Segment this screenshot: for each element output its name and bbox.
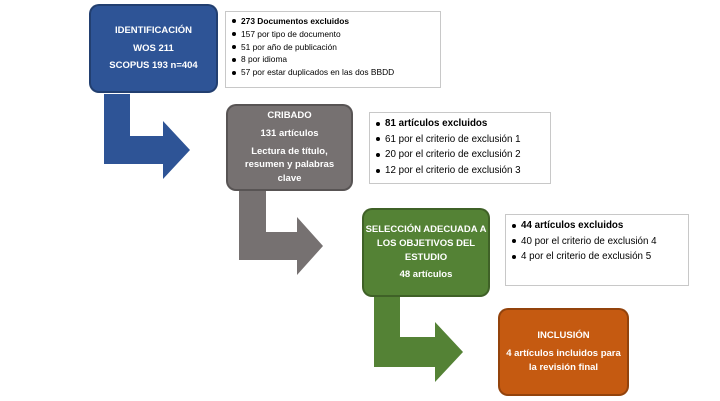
seleccion-title-2: LOS OBJETIVOS DEL (376, 237, 476, 249)
seleccion-count: 48 artículos (399, 269, 453, 281)
exclusion-item: 157 por tipo de documento (232, 28, 434, 41)
inclusion-title: INCLUSIÓN (537, 330, 590, 342)
cribado-count: 131 artículos (260, 127, 319, 139)
inclusion-desc-1: 4 artículos incluidos para (506, 348, 621, 360)
cribado-box: CRIBADO 131 artículos Lectura de título,… (226, 104, 353, 191)
identificacion-scopus: SCOPUS 193 n=404 (109, 60, 198, 72)
cribado-desc-2: resumen y palabras (244, 159, 335, 171)
exclusion-item: 51 por año de publicación (232, 41, 434, 54)
identificacion-wos: WOS 211 (133, 42, 174, 54)
seleccion-box: SELECCIÓN ADECUADA A LOS OBJETIVOS DEL E… (362, 208, 490, 297)
exclusion-item: 44 artículos excluidos (512, 218, 682, 234)
exclusion-item: 8 por idioma (232, 53, 434, 66)
seleccion-title-3: ESTUDIO (404, 251, 448, 263)
identificacion-title: IDENTIFICACIÓN (114, 24, 193, 36)
inclusion-desc-2: la revisión final (528, 361, 599, 373)
cribado-desc-3: clave (277, 173, 302, 185)
cribado-exclusion-note: 81 artículos excluidos 61 por el criteri… (369, 112, 551, 184)
exclusion-item: 61 por el criterio de exclusión 1 (376, 132, 544, 148)
identificacion-exclusion-note: 273 Documentos excluidos 157 por tipo de… (225, 11, 441, 88)
inclusion-box: INCLUSIÓN 4 artículos incluidos para la … (498, 308, 629, 396)
exclusion-item: 12 por el criterio de exclusión 3 (376, 163, 544, 179)
exclusion-item: 4 por el criterio de exclusión 5 (512, 249, 682, 265)
seleccion-exclusion-note: 44 artículos excluidos 40 por el criteri… (505, 214, 689, 286)
arrow-identificacion-to-cribado (104, 94, 190, 179)
identificacion-exclusion-list: 273 Documentos excluidos 157 por tipo de… (232, 15, 434, 79)
exclusion-item: 40 por el criterio de exclusión 4 (512, 234, 682, 250)
cribado-desc-1: Lectura de título, (251, 145, 328, 157)
exclusion-item: 57 por estar duplicados en las dos BBDD (232, 66, 434, 79)
seleccion-title-1: SELECCIÓN ADECUADA A (365, 223, 487, 235)
exclusion-item: 81 artículos excluidos (376, 116, 544, 132)
arrow-cribado-to-seleccion (239, 190, 323, 275)
exclusion-item: 273 Documentos excluidos (232, 15, 434, 28)
cribado-title: CRIBADO (267, 110, 312, 122)
exclusion-item: 20 por el criterio de exclusión 2 (376, 147, 544, 163)
identificacion-box: IDENTIFICACIÓN WOS 211 SCOPUS 193 n=404 (89, 4, 218, 93)
cribado-exclusion-list: 81 artículos excluidos 61 por el criteri… (376, 116, 544, 178)
seleccion-exclusion-list: 44 artículos excluidos 40 por el criteri… (512, 218, 682, 265)
arrow-seleccion-to-inclusion (374, 296, 463, 382)
